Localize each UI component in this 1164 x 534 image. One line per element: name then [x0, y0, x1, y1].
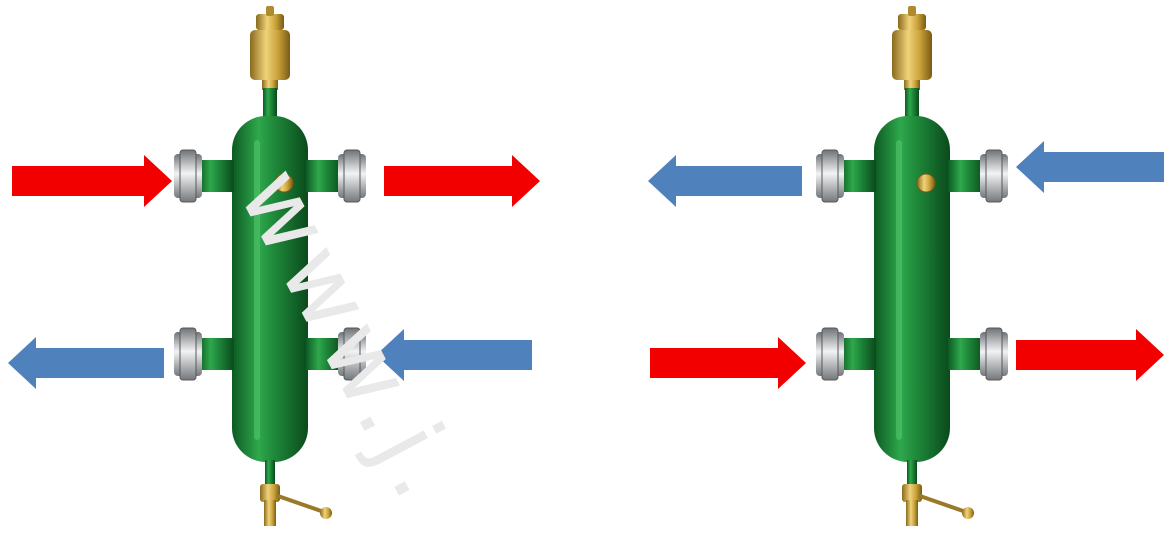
brass-plug: [274, 173, 294, 193]
left-union-nut: [179, 327, 197, 381]
right-separator-upper-right-arrow: [1016, 141, 1164, 193]
left-separator-lower-right-arrow: [376, 329, 532, 381]
right-separator-upper-left-arrow: [648, 155, 802, 207]
neck-pipe: [263, 88, 277, 120]
vent-cap: [256, 14, 284, 30]
drain-lever-knob: [962, 507, 974, 519]
drain-lever-knob: [320, 507, 332, 519]
right-stub-pipe: [306, 338, 342, 370]
right-stub-pipe: [948, 160, 984, 192]
right-separator-lower-right-arrow: [1016, 329, 1164, 381]
body-highlight: [254, 140, 260, 440]
vent-nut: [904, 80, 920, 90]
left-stub-pipe: [840, 160, 876, 192]
separator-body: [874, 116, 950, 462]
right-separator-lower-left-arrow: [650, 337, 806, 389]
right-stub-pipe: [306, 160, 342, 192]
right-union-nut: [985, 149, 1003, 203]
separator-body: [232, 116, 308, 462]
air-vent-body: [250, 30, 290, 80]
drain-outlet: [906, 500, 918, 526]
drain-valve-body: [902, 484, 922, 502]
drain-lever: [918, 494, 968, 514]
drain-lever: [276, 494, 326, 514]
left-separator-upper-right-arrow: [384, 155, 540, 207]
brass-plug: [916, 173, 936, 193]
left-separator: [174, 6, 366, 526]
vent-tip: [266, 6, 274, 16]
left-union-nut: [179, 149, 197, 203]
vent-nut: [262, 80, 278, 90]
right-stub-pipe: [948, 338, 984, 370]
left-stub-pipe: [198, 338, 234, 370]
right-union-nut: [343, 327, 361, 381]
left-stub-pipe: [198, 160, 234, 192]
drain-pipe: [907, 460, 917, 486]
left-stub-pipe: [840, 338, 876, 370]
body-highlight: [896, 140, 902, 440]
right-separator: [816, 6, 1008, 526]
left-separator-upper-left-arrow: [12, 155, 172, 207]
drain-pipe: [265, 460, 275, 486]
drain-valve-body: [260, 484, 280, 502]
vent-cap: [898, 14, 926, 30]
drain-outlet: [264, 500, 276, 526]
right-union-nut: [343, 149, 361, 203]
vent-tip: [908, 6, 916, 16]
left-union-nut: [821, 327, 839, 381]
left-separator-lower-left-arrow: [8, 337, 164, 389]
neck-pipe: [905, 88, 919, 120]
right-union-nut: [985, 327, 1003, 381]
air-vent-body: [892, 30, 932, 80]
left-union-nut: [821, 149, 839, 203]
